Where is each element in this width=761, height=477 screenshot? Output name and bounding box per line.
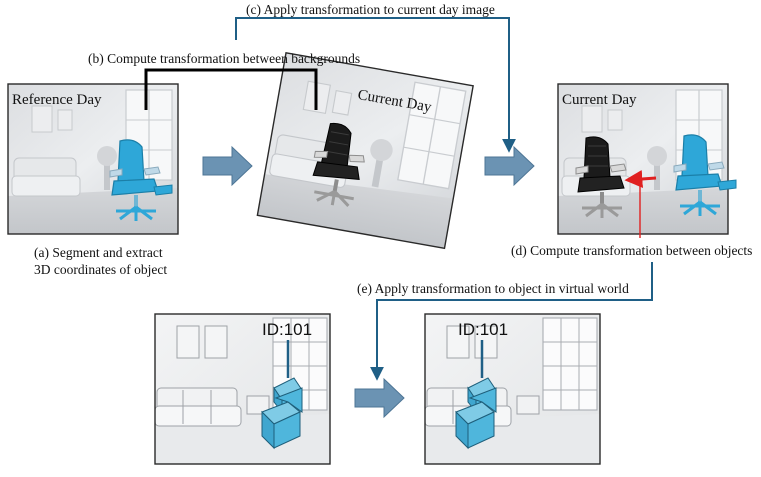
step-c-label: (c) Apply transformation to current day … <box>246 2 495 17</box>
current-day-aligned-panel: Current Day <box>557 83 738 235</box>
cube-object-before <box>261 340 303 450</box>
step-b-label: (b) Compute transformation between backg… <box>88 51 360 66</box>
step-e-label: (e) Apply transformation to object in vi… <box>357 281 629 296</box>
object-id-label-after: ID:101 <box>458 320 508 339</box>
object-offset-arrow <box>624 169 657 238</box>
block-arrow-3 <box>354 377 405 419</box>
step-a-label-line2: 3D coordinates of object <box>34 262 167 277</box>
virtual-world-before-panel: ID:101 <box>154 313 331 465</box>
reference-day-panel: Reference Day <box>7 83 179 235</box>
background-bracket <box>144 68 318 110</box>
cube-object-after <box>455 340 497 450</box>
step-d-label: (d) Compute transformation between objec… <box>511 243 752 258</box>
object-id-label-before: ID:101 <box>262 320 312 339</box>
apply-transform-connector <box>235 17 516 153</box>
reference-day-label: Reference Day <box>12 92 102 108</box>
block-arrow-1 <box>202 145 253 187</box>
virtual-world-after-panel: ID:101 <box>424 313 601 465</box>
block-arrow-2 <box>484 145 535 187</box>
current-day-rotated-panel: Current Day <box>256 51 475 250</box>
virtual-world-connector <box>370 262 653 381</box>
step-a-label-line1: (a) Segment and extract <box>34 245 163 260</box>
current-day-aligned-label: Current Day <box>562 92 637 108</box>
